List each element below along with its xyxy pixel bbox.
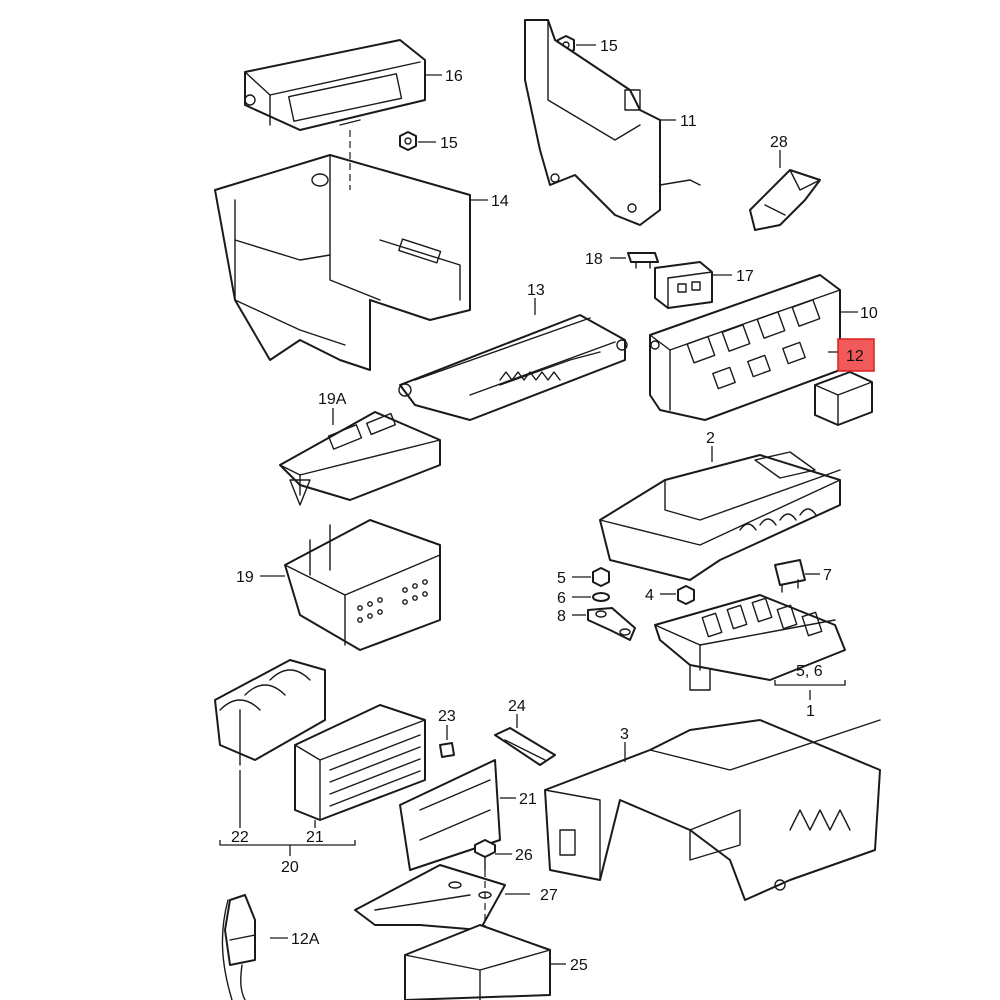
- part-16-connector-housing: [244, 39, 426, 131]
- part-25-control-module: [404, 924, 551, 1000]
- part-19a-cover: [279, 411, 441, 506]
- part-21-connector-housing: [294, 704, 426, 821]
- part-4-nut: [677, 585, 695, 605]
- label-19: 19: [236, 569, 254, 586]
- label-3: 3: [620, 726, 629, 743]
- label-12a: 12A: [291, 931, 320, 948]
- label-10: 10: [860, 305, 878, 322]
- label-26: 26: [515, 847, 533, 864]
- part-12-relay: [814, 371, 873, 426]
- label-23: 23: [438, 708, 456, 725]
- part-22-bracket-clip: [214, 659, 326, 766]
- part-19-socket-block: [284, 519, 441, 651]
- part-6-washer: [592, 592, 610, 602]
- label-13: 13: [527, 282, 545, 299]
- part-labels: 16 15 15 14 11 28 18 17 13 10 12 19A 19 …: [231, 38, 878, 974]
- part-17-relay-socket: [654, 261, 713, 309]
- label-1: 1: [806, 703, 815, 720]
- part-15-nut-lower: [399, 131, 417, 151]
- part-11-bracket: [524, 19, 701, 226]
- part-2-cover: [599, 451, 841, 581]
- label-16: 16: [445, 68, 463, 85]
- part-27-mounting-plate: [354, 864, 506, 931]
- part-14-frame-carrier: [214, 154, 471, 371]
- part-23-fuse: [439, 742, 455, 758]
- label-15-lower: 15: [440, 135, 458, 152]
- part-28-clip: [749, 169, 821, 231]
- part-8-strap: [587, 607, 636, 641]
- part-21-plate: [399, 759, 501, 871]
- part-1-fuse-holder: [654, 594, 846, 691]
- part-12a-relay: [221, 894, 256, 1000]
- label-2: 2: [706, 430, 715, 447]
- label-4: 4: [645, 587, 654, 604]
- label-20: 20: [281, 859, 299, 876]
- label-19a: 19A: [318, 391, 347, 408]
- label-7: 7: [823, 567, 832, 584]
- label-8: 8: [557, 608, 566, 625]
- part-12-highlight: [837, 338, 875, 372]
- part-10-relay-carrier: [649, 274, 841, 421]
- label-14: 14: [491, 193, 509, 210]
- label-12: 12: [846, 348, 864, 365]
- label-24: 24: [508, 698, 526, 715]
- label-21-plate: 21: [519, 791, 537, 808]
- label-11: 11: [680, 113, 697, 130]
- label-17: 17: [736, 268, 754, 285]
- label-21-housing: 21: [306, 829, 324, 846]
- label-27: 27: [540, 887, 558, 904]
- label-28: 28: [770, 134, 788, 151]
- label-5-6: 5, 6: [796, 663, 823, 680]
- part-18-fuse: [627, 252, 659, 269]
- label-6: 6: [557, 590, 566, 607]
- label-25: 25: [570, 957, 588, 974]
- part-13-terminal-strip: [398, 314, 628, 421]
- part-26-bolt: [474, 839, 496, 871]
- label-5: 5: [557, 570, 566, 587]
- part-3-main-bracket: [544, 719, 881, 901]
- part-5-nut: [592, 567, 610, 587]
- label-18: 18: [585, 251, 603, 268]
- part-7-fuse: [774, 559, 806, 593]
- label-22: 22: [231, 829, 249, 846]
- label-15-upper: 15: [600, 38, 618, 55]
- part-24-connector-strip: [494, 727, 556, 766]
